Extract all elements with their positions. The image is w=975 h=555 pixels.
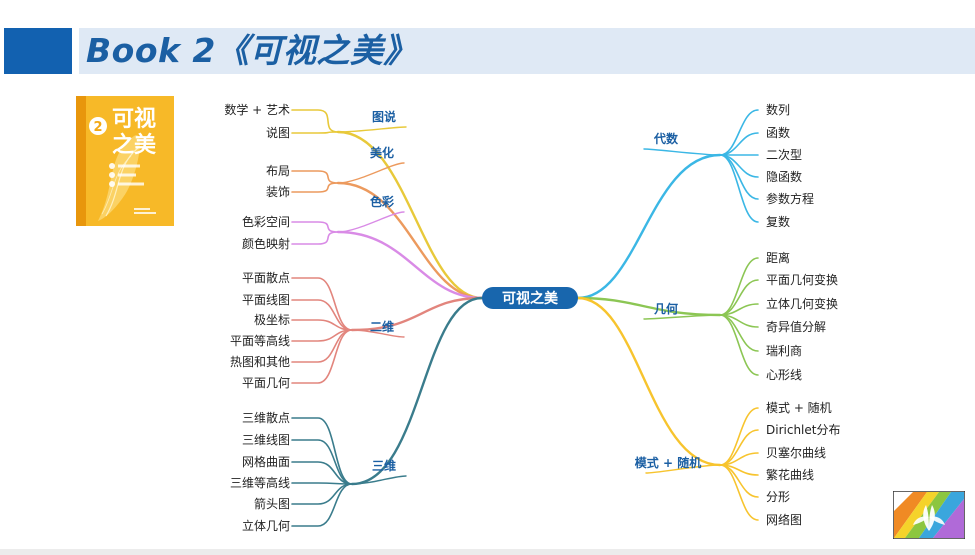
- branch-label: 模式 + 随机: [635, 455, 701, 470]
- leaf-line: [292, 171, 338, 183]
- leaf-line: [720, 408, 758, 465]
- leaf-label: 函数: [766, 125, 790, 140]
- branch-label-line: [338, 212, 404, 232]
- branch-line: [578, 155, 720, 298]
- leaf-label: 热图和其他: [230, 355, 290, 369]
- branch-line: [338, 232, 482, 298]
- leaf-label: 说图: [266, 125, 290, 140]
- leaf-line: [292, 222, 338, 232]
- leaf-label: 复数: [766, 214, 790, 229]
- leaf-label: 分形: [766, 490, 790, 504]
- leaf-label: 隐函数: [766, 169, 802, 184]
- leaf-label: 装饰: [266, 185, 290, 199]
- branch-label-line: [338, 163, 404, 183]
- leaf-line: [292, 330, 352, 383]
- branch-line: [338, 132, 482, 298]
- leaf-line: [720, 133, 758, 155]
- branch-label: 二维: [370, 319, 394, 334]
- branch-label: 色彩: [370, 194, 394, 209]
- branch-label-line: [644, 149, 720, 155]
- leaf-line: [292, 183, 338, 192]
- leaf-line: [292, 110, 338, 132]
- leaf-label: 瑞利商: [766, 343, 802, 358]
- leaf-line: [720, 258, 758, 315]
- branch-label: 几何: [654, 301, 678, 316]
- leaf-line: [292, 132, 338, 133]
- iris-logo: [893, 491, 965, 539]
- leaf-label: 三维等高线: [230, 475, 290, 490]
- leaf-label: 极坐标: [254, 313, 290, 327]
- branch-line: [578, 298, 720, 465]
- leaf-label: 贝塞尔曲线: [766, 445, 826, 460]
- leaf-label: 心形线: [766, 368, 802, 382]
- leaf-line: [292, 278, 352, 330]
- leaf-line: [720, 155, 758, 199]
- leaf-label: 三维线图: [242, 433, 290, 447]
- leaf-label: 二次型: [766, 148, 802, 162]
- branch-label-line: [338, 127, 406, 132]
- leaf-label: 平面散点: [242, 270, 290, 285]
- leaf-label: 三维散点: [242, 410, 290, 425]
- leaf-label: 模式 + 随机: [766, 400, 832, 415]
- leaf-line: [720, 465, 758, 520]
- branch-label: 图说: [372, 109, 396, 124]
- center-node-label: 可视之美: [502, 290, 559, 307]
- branch-label: 三维: [372, 458, 396, 473]
- leaf-label: 网格曲面: [242, 454, 290, 469]
- leaf-label: 平面线图: [242, 293, 290, 307]
- leaf-label: 布局: [266, 164, 290, 178]
- leaf-label: 立体几何: [242, 518, 290, 533]
- leaf-line: [292, 232, 338, 244]
- leaf-label: 颜色映射: [242, 236, 290, 251]
- branch-label: 代数: [653, 131, 679, 146]
- mind-map-center: 可视之美: [482, 287, 578, 309]
- leaf-line: [720, 110, 758, 155]
- leaf-line: [292, 484, 352, 504]
- leaf-label: 奇异值分解: [766, 319, 826, 334]
- leaf-label: 距离: [766, 250, 790, 265]
- leaf-label: 箭头图: [254, 496, 290, 511]
- leaf-label: 平面几何: [242, 376, 290, 390]
- leaf-label: 数列: [766, 102, 790, 117]
- leaf-label: 数学 + 艺术: [224, 102, 290, 117]
- leaf-label: 立体几何变换: [766, 296, 838, 311]
- branch-label: 美化: [370, 145, 394, 160]
- leaf-label: Dirichlet分布: [766, 423, 840, 437]
- leaf-line: [292, 483, 352, 484]
- leaf-label: 色彩空间: [242, 215, 290, 229]
- leaf-line: [292, 418, 352, 484]
- leaf-line: [292, 484, 352, 526]
- leaf-label: 参数方程: [766, 191, 814, 206]
- leaf-label: 平面等高线: [230, 333, 290, 348]
- branch-line: [338, 183, 482, 298]
- leaf-label: 平面几何变换: [766, 272, 838, 287]
- leaf-label: 繁花曲线: [766, 467, 814, 482]
- leaf-label: 网络图: [766, 512, 802, 527]
- leaf-line: [720, 315, 758, 375]
- leaf-line: [292, 462, 352, 484]
